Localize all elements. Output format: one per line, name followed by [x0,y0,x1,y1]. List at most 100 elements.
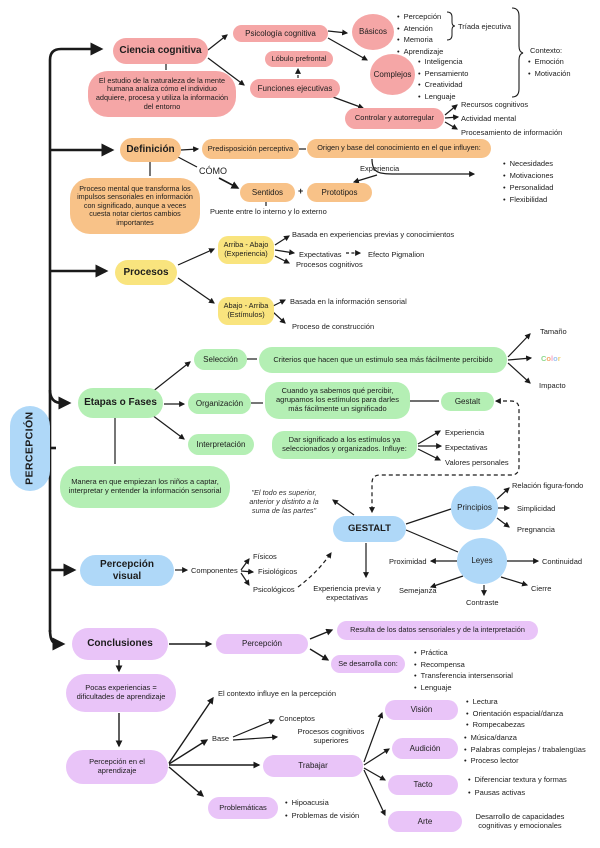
list-item: Flexibilidad [503,195,553,204]
leyes-item: Cierre [531,584,552,593]
arte-desc: Desarrollo de capacidades cognitivas y e… [475,812,565,830]
list-item: Atención [397,24,443,33]
node-organizacion: Organización [188,393,251,414]
node-vision: Visión [385,700,458,720]
componentes-label: Componentes [191,566,238,575]
list-item: Proceso lector [464,756,586,765]
node-gestalt: GESTALT [333,516,406,542]
list-item: Emoción [528,57,571,66]
list-item: Creatividad [418,80,468,89]
arriba-item: Basada en experiencias previas y conocim… [292,230,455,239]
contexto-label: Contexto: [530,46,563,55]
list-item: Pausas activas [468,788,567,797]
list-item: Práctica [414,648,513,657]
node-arriba-abajo: Arriba - Abajo (Experiencia) [218,236,274,264]
principios-item: Pregnancia [517,525,555,534]
seleccion-item-impacto: Impacto [539,381,566,390]
problematicas-list: Hipoacusia Problemas de visión [285,798,360,822]
node-leyes: Leyes [457,538,507,584]
list-item: Palabras complejas / trabalengüas [464,745,586,754]
list-item: Lenguaje [414,683,513,692]
node-percepcion-visual: Percepción visual [80,555,174,586]
root-node: PERCEPCIÓN [10,406,50,491]
node-percepcion-aprendizaje: Percepción en el aprendizaje [66,750,168,784]
list-item: Personalidad [503,183,554,192]
leyes-item: Proximidad [389,557,427,566]
experiencia-label: Experiencia [360,164,400,173]
list-item: Aprendizaje [397,47,444,56]
triada-label: Tríada ejecutiva [458,22,512,31]
node-lobulo-prefrontal: Lóbulo prefrontal [265,51,333,67]
list-item: Pensamiento [418,69,469,78]
gestalt-experiencia-label: Experiencia previa y expectativas [313,584,381,602]
list-item: Hipoacusia [285,798,359,807]
componentes-item: Fisiológicos [258,567,298,576]
node-arte: Arte [388,811,462,832]
list-item: Lenguaje [418,92,468,101]
node-trabajar: Trabajar [263,755,363,777]
node-se-desarrolla: Se desarrolla con: [331,655,405,673]
list-item: Motivación [528,69,571,78]
origen-list: Necesidades Motivaciones Personalidad Fl… [503,159,554,207]
principios-item: Relación figura-fondo [512,481,584,490]
list-item: Inteligencia [418,57,468,66]
list-item: Problemas de visión [285,811,360,820]
node-pocas-experiencias: Pocas experiencias = dificultades de apr… [66,674,176,712]
definicion-desc: Proceso mental que transforma los impuls… [70,178,200,234]
list-item: Necesidades [503,159,553,168]
plus-sign: + [298,186,304,196]
list-item: Lectura [466,697,563,706]
arriba-item: Expectativas [299,250,342,259]
organizacion-desc: Cuando ya sabemos qué percibir, agrupamo… [265,382,410,419]
leyes-item: Continuidad [542,557,583,566]
como-label: CÓMO [199,166,227,176]
node-complejos: Complejos [370,54,415,95]
node-funciones-ejecutivas: Funciones ejecutivas [250,79,340,98]
leyes-item: Semejanza [399,586,437,595]
list-item: Recursos cognitivos [461,100,529,109]
seleccion-desc: Criterios que hacen que un estimulo sea … [259,347,507,373]
node-conclusiones: Conclusiones [72,628,168,660]
interpretacion-desc: Dar significado a los estímulos ya selec… [272,431,417,459]
node-seleccion: Selección [194,349,247,370]
ciencia-desc: El estudio de la naturaleza de la mente … [88,71,236,117]
tacto-list: Diferenciar textura y formas Pausas acti… [468,775,567,799]
node-predisposicion: Predisposición perceptiva [202,139,299,159]
basicos-list: Percepción Atención Memoria Aprendizaje [397,12,444,58]
node-definicion: Definición [120,138,181,162]
base-item: Procesos cognitivos superiores [297,727,365,745]
seleccion-item-tamano: Tamaño [540,327,567,336]
desarrolla-list: Práctica Recompensa Transferencia inters… [414,648,513,694]
contexto-influye-label: El contexto influye en la percepción [218,689,336,698]
interpretacion-item: Expectativas [445,443,488,452]
interpretacion-item: Valores personales [445,458,509,467]
node-resulta: Resulta de los datos sensoriales y de la… [337,621,538,640]
leyes-item: Contraste [466,598,499,607]
node-percepcion-conclusion: Percepción [216,634,308,654]
abajo-item: Basada en la información sensorial [290,297,407,306]
base-label: Base [212,734,230,743]
root-label: PERCEPCIÓN [23,411,36,486]
audicion-list: Música/danza Palabras complejas / trabal… [464,733,586,768]
componentes-item: Físicos [253,552,277,561]
list-item: Motivaciones [503,171,554,180]
node-psicologia-cognitiva: Psicología cognitiva [233,25,328,42]
componentes-item: Psicológicos [253,585,295,594]
puente-label: Puente entre lo interno y lo externo [210,207,327,216]
node-prototipos: Prototipos [307,183,372,202]
base-item: Conceptos [279,714,315,723]
node-interpretacion: Interpretación [188,434,254,455]
controlar-list: Recursos cognitivos Actividad mental Pro… [461,100,562,137]
principios-item: Simplicidad [517,504,556,513]
list-item: Actividad mental [461,114,517,123]
node-sentidos: Sentidos [240,183,295,202]
node-tacto: Tacto [388,775,458,795]
list-item: Música/danza [464,733,586,742]
interpretacion-item: Experiencia [445,428,485,437]
ninos-desc: Manera en que empiezan los niños a capta… [60,466,230,508]
list-item: Memoria [397,35,443,44]
gestalt-quote: "El todo es superior, anterior y distint… [249,488,319,515]
arriba-item: Procesos cognitivos [296,260,363,269]
